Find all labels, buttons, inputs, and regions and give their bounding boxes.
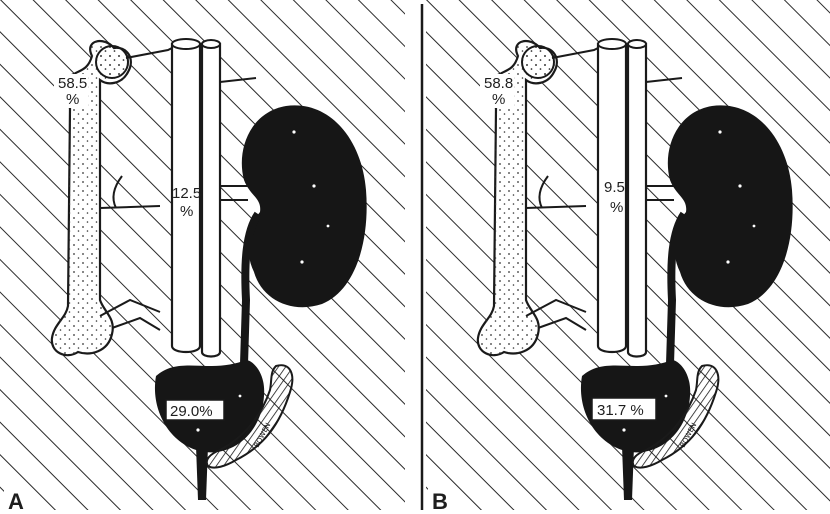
panel-b-blood-value: 9.5 bbox=[604, 179, 625, 196]
panel-a-blood-value: 12.5 bbox=[172, 185, 201, 202]
panel-a-letter: A bbox=[8, 489, 24, 514]
panel-a-blood-unit: % bbox=[180, 203, 193, 220]
panel-a-bone-unit: % bbox=[66, 91, 79, 108]
panel-b-bone-unit: % bbox=[492, 91, 505, 108]
panel-b-blood-unit: % bbox=[610, 199, 623, 216]
panel-b-bone-value: 58.8 bbox=[484, 75, 513, 92]
panel-b-letter: B bbox=[432, 489, 448, 514]
panel-a-bladder-label: 29.0% bbox=[170, 403, 213, 420]
panel-b-bladder-label: 31.7 % bbox=[597, 402, 644, 419]
panel-a-bone-value: 58.5 bbox=[58, 75, 87, 92]
